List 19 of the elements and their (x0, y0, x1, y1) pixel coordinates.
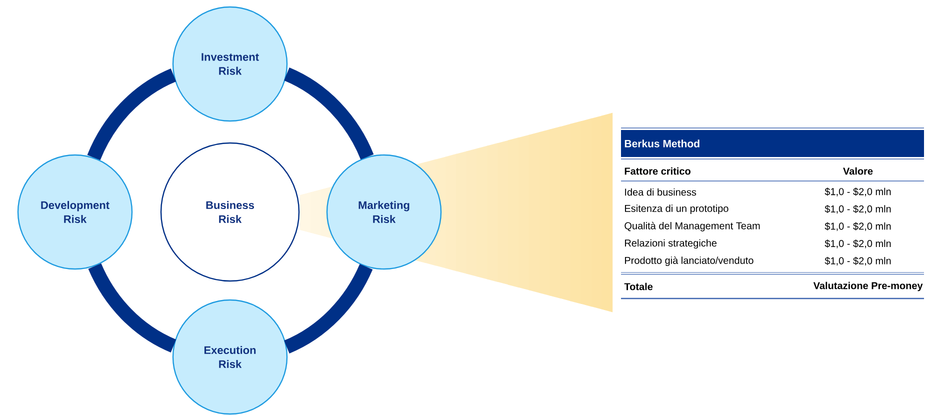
table-header-band: Berkus Method (621, 130, 924, 157)
ring-segment (87, 68, 176, 160)
column-header: Valore (843, 167, 873, 175)
table-cell: Totale (624, 282, 653, 290)
ring-segment (284, 264, 373, 354)
ring-segment (88, 263, 176, 352)
table-cell: Prodotto già lanciato/venduto (625, 256, 754, 266)
table-cell: $1,0 - $2,0 mln (824, 240, 891, 248)
ring-segment (284, 68, 374, 160)
table-cell: $1,0 - $2,0 mln (824, 188, 891, 196)
table-cell: $1,0 - $2,0 mln (824, 222, 891, 231)
table-cell: $1,0 - $2,0 mln (824, 204, 891, 214)
table-cell: Relazioni strategiche (625, 239, 717, 249)
column-header: Fattore critico (624, 167, 690, 175)
table-cell: Valutazione Pre-money (813, 282, 923, 292)
table-cell: Qualità del Management Team (624, 222, 760, 232)
table-cell: $1,0 - $2,0 mln (824, 256, 891, 266)
table-cell: Idea di business (625, 188, 696, 196)
table-cell: Esitenza di un prototipo (625, 204, 728, 214)
